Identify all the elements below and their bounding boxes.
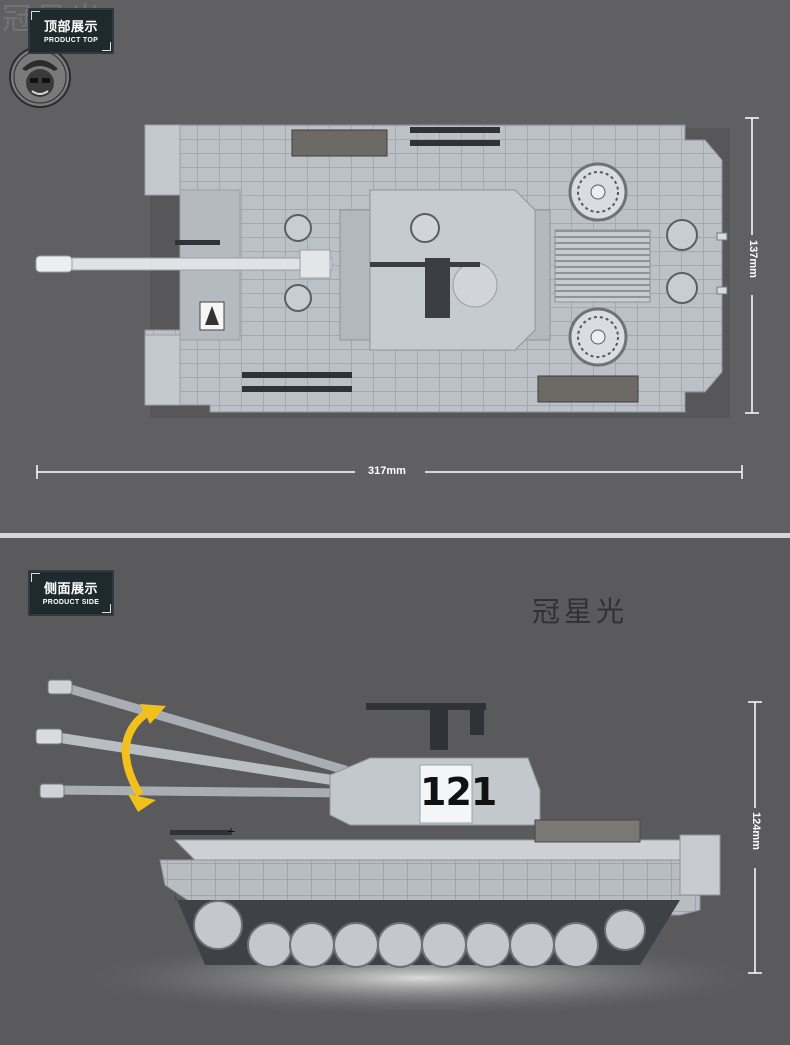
width-dimension-label: 317mm <box>368 465 406 477</box>
brand-mascot-logo-icon <box>9 46 71 108</box>
panel-divider <box>0 533 790 538</box>
product-top-label: 顶部展示 PRODUCT TOP <box>28 8 114 54</box>
road-wheels <box>193 900 646 968</box>
side-height-dimension-label: 124mm <box>750 812 762 850</box>
gun-barrels <box>35 679 350 799</box>
product-top-title: 顶部展示 <box>43 19 98 34</box>
side-watermark: 冠星光 <box>532 596 629 627</box>
engine-fan-bottom <box>568 307 628 367</box>
product-side-subtitle: PRODUCT SIDE <box>42 599 100 606</box>
product-top-subtitle: PRODUCT TOP <box>43 37 99 44</box>
svg-text:+: + <box>227 823 235 839</box>
tank-top-view-image <box>35 124 728 413</box>
product-side-label: 侧面展示 PRODUCT SIDE <box>28 570 114 616</box>
dimension-lines-top <box>36 117 759 479</box>
product-side-title: 侧面展示 <box>43 581 98 596</box>
rotation-arrow-icon <box>121 708 151 798</box>
engine-fan-top <box>568 162 628 222</box>
